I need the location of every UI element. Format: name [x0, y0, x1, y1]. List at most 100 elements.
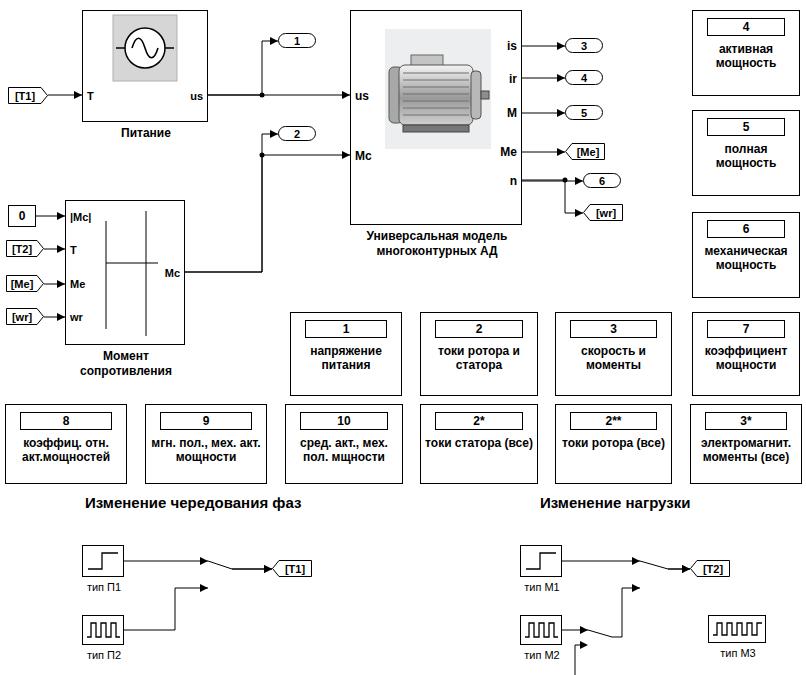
from-block: [Me]	[6, 275, 44, 292]
waveform-icon	[713, 623, 762, 635]
cooling-fin	[403, 87, 469, 88]
motor-block: usMcisirMMenУниверсальная модель многоко…	[350, 10, 522, 225]
section-heading: Изменение нагрузки	[540, 494, 690, 512]
signal-line	[562, 569, 690, 637]
scope-caption: скорость и моменты	[559, 344, 668, 372]
tag-outline	[273, 561, 312, 577]
goto-block: [Me]	[565, 143, 605, 160]
icon-wire	[116, 47, 125, 49]
source-icon	[83, 616, 123, 644]
signal-line	[36, 216, 65, 217]
signal-line	[44, 284, 65, 285]
scope-block: 2токи ротора и статора	[420, 312, 538, 396]
cooling-fin	[403, 73, 469, 74]
motor-icon	[351, 11, 521, 224]
tag-outline	[9, 88, 48, 104]
goto-block: [T2]	[690, 560, 730, 577]
scope-number: 4	[707, 18, 785, 36]
cooling-fin	[403, 80, 469, 81]
signal-line	[562, 561, 690, 569]
port-number: 4	[566, 71, 602, 84]
scope-caption: токи ротора и статора	[424, 344, 534, 372]
goto-block: [T1]	[272, 560, 312, 577]
port-label: T	[70, 242, 77, 258]
motor-body	[399, 65, 473, 125]
source-icon	[521, 546, 561, 576]
tag-outline	[584, 205, 623, 221]
scope-caption: активная мощность	[696, 42, 796, 70]
signal-line	[522, 46, 565, 47]
const-block: 0	[8, 205, 36, 227]
port-number: 5	[566, 106, 602, 119]
port-number: 2	[279, 127, 315, 140]
scope-number: 5	[707, 118, 785, 136]
from-block: [T1]	[8, 87, 48, 104]
scope-caption: напряжение питания	[294, 344, 398, 372]
port-label: wr	[70, 309, 83, 325]
scope-caption: сред. акт., мех. пол. мщности	[289, 436, 399, 464]
waveform-icon	[87, 623, 120, 637]
scope-number: 2*	[435, 412, 523, 430]
signal-line	[44, 249, 65, 250]
port-label: n	[510, 173, 517, 189]
scope-block: 9 мгн. пол., мех. акт. мощности	[145, 404, 267, 484]
port-label: Me	[500, 144, 517, 160]
scope-block: 5 полная мощность	[692, 110, 800, 196]
scope-block: 6механическая мощность	[692, 212, 800, 298]
port-number: 3	[566, 39, 602, 52]
scope-caption: мгн. пол., мех. акт. мощности	[149, 436, 263, 464]
block-title: Момент сопротивления	[56, 349, 196, 379]
mom-block: |Mc|TMewrMcМомент сопротивления	[65, 200, 185, 345]
signal-tag: [T2]	[6, 240, 38, 257]
scope-caption: коэффиц. отн. акт.мощностей	[9, 436, 123, 464]
tag-outline	[691, 561, 730, 577]
port-label: us	[190, 88, 203, 104]
section-heading: Изменение чередования фаз	[85, 494, 301, 512]
port-label: us	[355, 88, 369, 104]
out-block: 2	[278, 126, 316, 141]
scope-number: 3	[570, 320, 657, 338]
scope-block: 3*электромагнит. моменты (все)	[690, 404, 802, 484]
port-label: ir	[509, 71, 517, 87]
out-block: 3	[565, 38, 603, 53]
scope-number: 2**	[570, 412, 657, 430]
step-block: тип М1	[520, 545, 562, 577]
signal-line	[185, 155, 350, 272]
source-icon	[83, 546, 123, 576]
scope-number: 8	[20, 412, 112, 430]
icon-ground	[113, 15, 177, 81]
signal-line	[208, 95, 350, 96]
block-label: тип М3	[684, 647, 792, 660]
block-label: тип М2	[496, 649, 588, 662]
out-block: 1	[278, 33, 316, 48]
tag-outline	[7, 276, 44, 292]
scope-number: 9	[160, 412, 252, 430]
out-block: 4	[565, 70, 603, 85]
signal-tag: [wr]	[589, 204, 623, 221]
scope-block: 1 напряжение питания	[290, 312, 402, 396]
tag-outline	[566, 144, 605, 160]
signal-line	[48, 95, 82, 96]
signal-tag: [T1]	[8, 87, 42, 104]
constant-value: 0	[9, 206, 35, 226]
waveform-icon	[526, 553, 556, 569]
signal-line	[124, 569, 272, 630]
scope-caption: токи статора (все)	[424, 436, 534, 450]
cooling-fin	[403, 115, 469, 116]
block-label: тип П1	[58, 581, 150, 594]
waveform-icon	[525, 623, 558, 637]
scope-caption: коэффициент мощности	[696, 344, 796, 372]
scope-caption: электромагнит. моменты (все)	[694, 436, 798, 464]
source-icon	[521, 616, 561, 644]
tag-outline	[7, 241, 44, 257]
port-label: Me	[70, 276, 85, 292]
scope-caption: полная мощность	[696, 142, 796, 170]
step-block: тип П1	[82, 545, 124, 577]
signal-line	[208, 41, 278, 95]
port-label: Mc	[165, 265, 180, 281]
signal-line	[522, 181, 583, 182]
scope-number: 6	[707, 220, 785, 238]
scope-number: 1	[305, 320, 387, 338]
scope-block: 10сред. акт., мех. пол. мщности	[285, 404, 403, 484]
